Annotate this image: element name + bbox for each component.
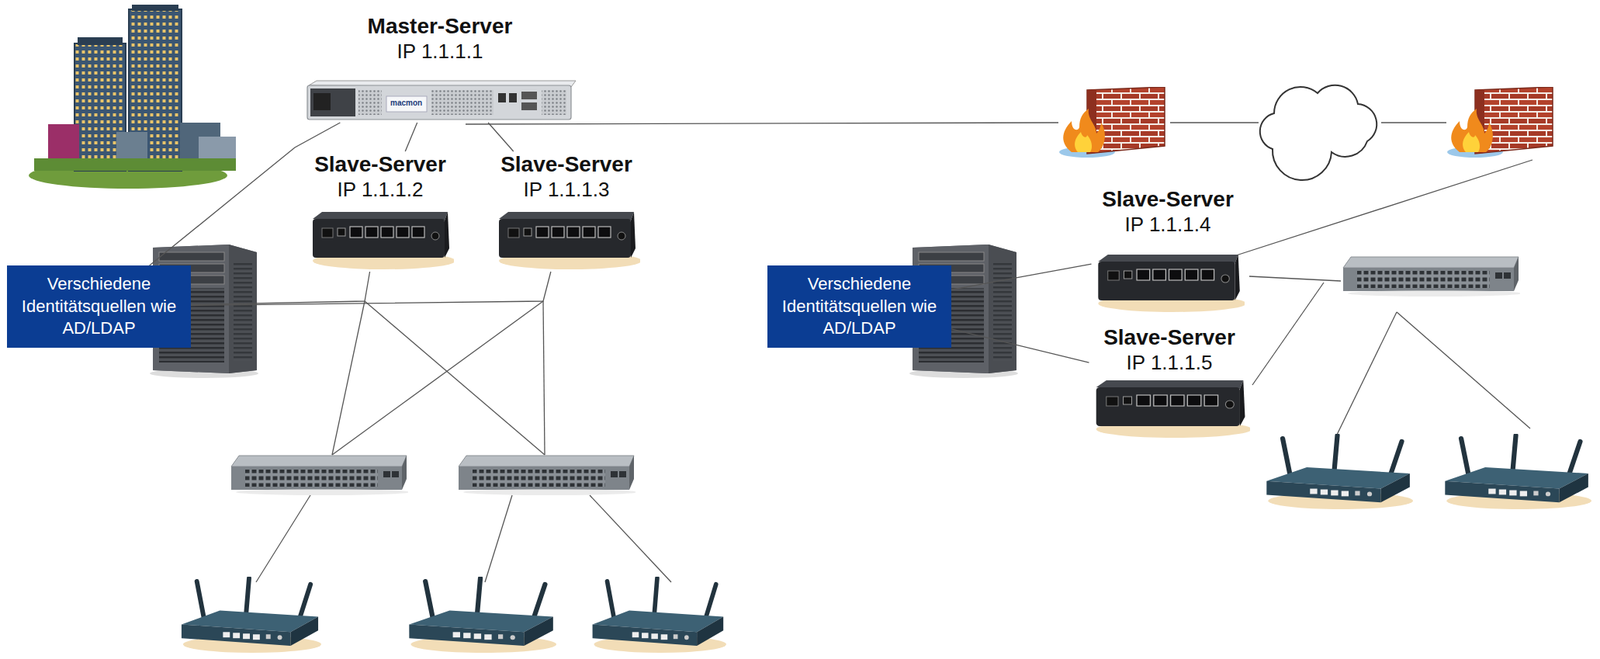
internet-cloud	[1260, 85, 1377, 181]
wifi-access-point	[1444, 435, 1592, 510]
node-title: Slave-Server	[314, 151, 447, 178]
wifi-access-point	[181, 578, 322, 653]
node-title: Slave-Server	[500, 151, 633, 178]
wifi-access-point	[592, 578, 727, 653]
network-link	[405, 122, 417, 152]
node-subtitle: IP 1.1.1.4	[1125, 212, 1212, 238]
network-link	[190, 271, 551, 306]
node-title: Slave-Server	[1103, 324, 1236, 351]
network-wires	[256, 122, 1533, 582]
slave-appliance	[498, 211, 642, 270]
network-link	[488, 122, 514, 152]
network-link	[951, 263, 1092, 290]
master-server-chassis	[307, 80, 576, 120]
identity-source-box: Verschiedene Identitätsquellen wie AD/LD…	[6, 265, 191, 348]
network-link	[190, 271, 371, 305]
slave-server: Slave-ServerIP 1.1.1.3	[492, 151, 641, 272]
network-switch	[1343, 256, 1522, 297]
wifi-access-point	[408, 578, 557, 653]
firewall-icon	[1059, 86, 1165, 158]
node-subtitle: IP 1.1.1.3	[523, 177, 610, 203]
slave-appliance	[312, 211, 456, 270]
firewall-icon	[1447, 86, 1553, 158]
slave-server: Slave-ServerIP 1.1.1.4	[1091, 186, 1245, 314]
node-title: Verschiedene Identitätsquellen wie AD/LD…	[775, 273, 944, 340]
node-title: Slave-Server	[1101, 186, 1234, 213]
node-subtitle: IP 1.1.1.2	[337, 177, 424, 203]
slave-server: Slave-ServerIP 1.1.1.5	[1089, 324, 1251, 440]
office-building	[28, 4, 236, 189]
network-switch	[458, 455, 638, 496]
slave-server: Slave-ServerIP 1.1.1.2	[306, 151, 454, 272]
network-switch	[231, 455, 410, 496]
master-server: Master-ServerIP 1.1.1.1	[306, 13, 574, 123]
brand-logo-text: macmon	[390, 98, 423, 108]
wifi-access-point	[1266, 435, 1413, 510]
identity-source-box: Verschiedene Identitätsquellen wie AD/LD…	[767, 265, 952, 348]
network-link	[951, 329, 1090, 363]
node-subtitle: IP 1.1.1.5	[1126, 350, 1213, 376]
node-title: Verschiedene Identitätsquellen wie AD/LD…	[14, 273, 184, 340]
slave-appliance	[1096, 380, 1252, 438]
slave-appliance	[1097, 254, 1247, 312]
network-link	[149, 122, 341, 266]
node-title: Master-Server	[367, 13, 513, 40]
node-subtitle: IP 1.1.1.1	[397, 39, 484, 65]
